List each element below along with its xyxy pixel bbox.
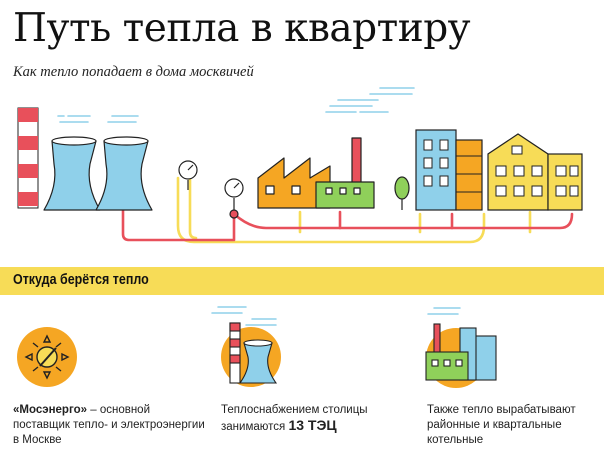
building-windows (423, 139, 579, 197)
card-mosenergo-caption: «Мосэнерго» – основной поставщик тепло- … (13, 403, 205, 448)
mosenergo-name: «Мосэнерго» (13, 404, 88, 416)
boiler-house-icon (425, 307, 497, 388)
heat-pipes (121, 168, 574, 244)
mosenergo-text: – основной поставщик тепло- и электроэне… (13, 404, 205, 446)
page-title: Путь тепла в квартиру (13, 6, 471, 51)
tree-icon (394, 176, 410, 210)
building-floor-lines (456, 155, 482, 193)
boiler-text: Также тепло вырабатывают районные и квар… (427, 404, 576, 446)
heat-path-illustration (17, 87, 583, 244)
sun-energy-icon (17, 327, 77, 387)
steam-clouds (57, 87, 415, 123)
cooling-towers (43, 136, 153, 211)
tec-text: Теплоснабжением столицы занимаются (221, 404, 368, 433)
card-tec-caption: Теплоснабжением столицы занимаются 13 ТЭ… (221, 403, 371, 435)
power-plant-icon (211, 306, 281, 387)
striped-chimney (17, 107, 39, 209)
card-boiler-caption: Также тепло вырабатывают районные и квар… (427, 403, 597, 448)
section-heading-band: Откуда берётся тепло (0, 267, 604, 295)
page-subtitle: Как тепло попадает в дома москвичей (13, 64, 254, 80)
pressure-gauge-icon (178, 160, 244, 219)
section-heading: Откуда берётся тепло (13, 272, 149, 288)
factory-building (257, 137, 375, 209)
tec-count: 13 ТЭЦ (288, 417, 337, 433)
